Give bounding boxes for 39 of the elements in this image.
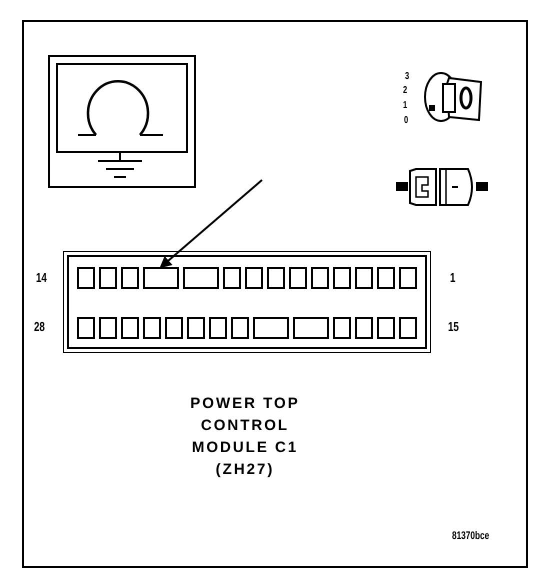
connector-pin (223, 267, 241, 289)
connector-pin (377, 317, 395, 339)
position-number: 1 (403, 101, 408, 111)
connector-pin (231, 317, 249, 339)
connector-pin (99, 267, 117, 289)
connector-pin (399, 317, 417, 339)
connector-pin (253, 317, 289, 339)
connector-pin (121, 267, 139, 289)
connector-pin (143, 317, 161, 339)
connector-pin (77, 317, 95, 339)
connector-pin (165, 317, 183, 339)
connector-pin (289, 267, 307, 289)
module-caption: POWER TOP CONTROL MODULE C1 (ZH27) (189, 394, 301, 480)
connector-pin (77, 267, 95, 289)
connector-pin (183, 267, 219, 289)
connector-pin (187, 317, 205, 339)
connector-pin (267, 267, 285, 289)
connector-pin (333, 317, 351, 339)
connector-pin (311, 267, 329, 289)
position-number: 2 (403, 86, 408, 96)
connector-pin (121, 317, 139, 339)
connector-pin (399, 267, 417, 289)
position-number: 0 (404, 116, 408, 126)
connector-pin (355, 317, 373, 339)
figure-code: 81370bce (452, 531, 490, 542)
connector-pin (143, 267, 179, 289)
position-number: 3 (405, 72, 410, 82)
pin-number: 1 (450, 271, 456, 284)
connector-pin (355, 267, 373, 289)
pin-number: 15 (448, 320, 459, 333)
connector-pin (99, 317, 117, 339)
pin-number: 14 (36, 271, 47, 284)
connector-pin (209, 317, 227, 339)
connector-pin (293, 317, 329, 339)
leader-arrow (159, 179, 263, 268)
connector-pin (245, 267, 263, 289)
connector-pin (377, 267, 395, 289)
connector-pin (333, 267, 351, 289)
pin-number: 28 (34, 320, 45, 333)
